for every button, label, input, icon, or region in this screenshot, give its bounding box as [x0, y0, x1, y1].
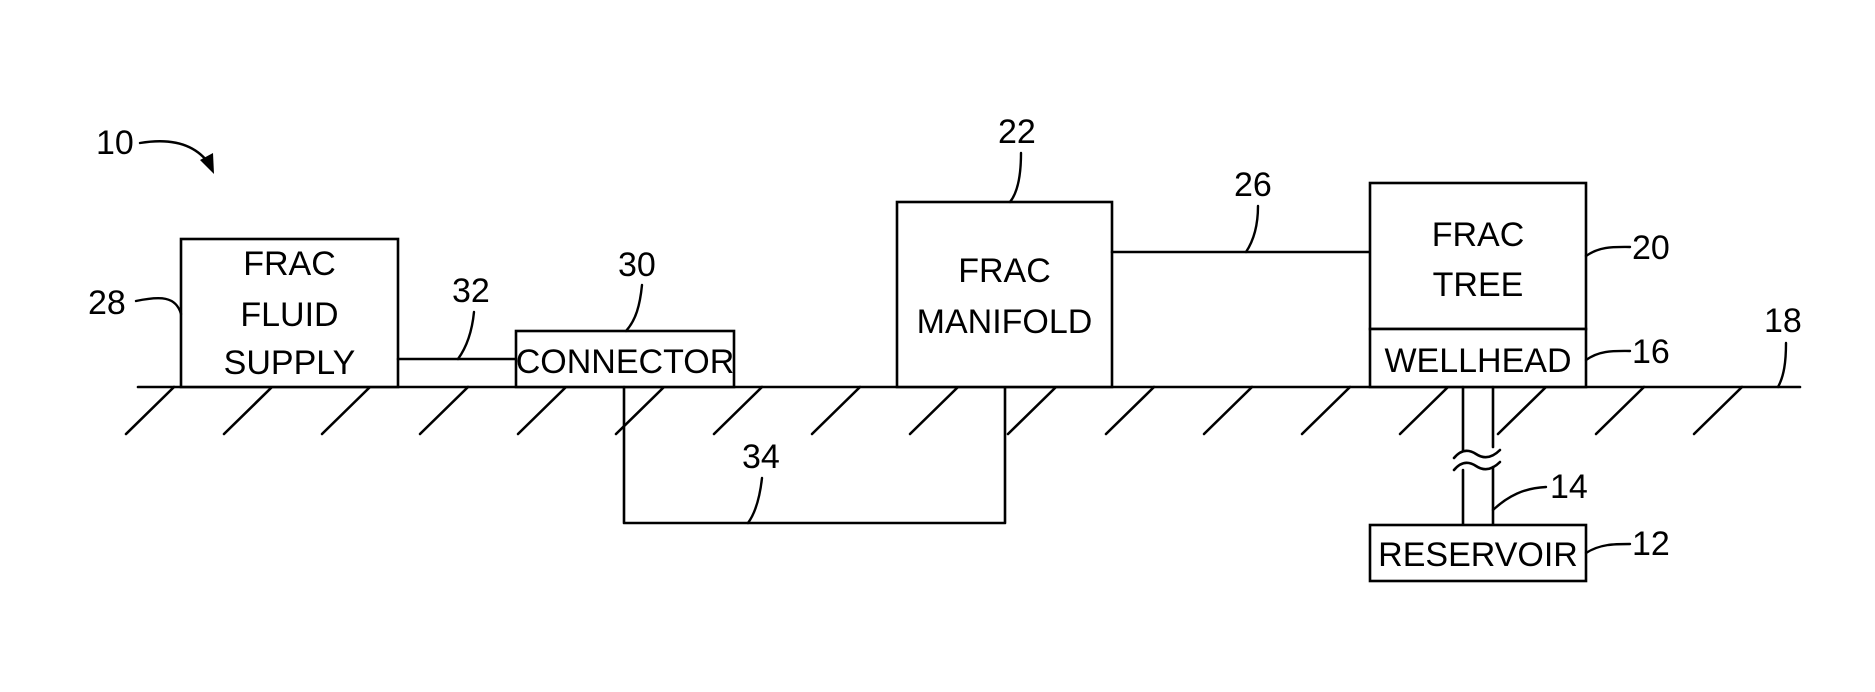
ref-26-number: 26 — [1234, 166, 1272, 204]
ref-32-number: 32 — [452, 272, 490, 310]
ref-30: 30 — [618, 246, 656, 331]
ground-hatch-line — [1498, 387, 1546, 434]
ref-28-number: 28 — [88, 284, 126, 322]
ground-surface — [126, 387, 1800, 434]
ground-hatch-line — [1400, 387, 1448, 434]
ground-hatch-line — [714, 387, 762, 434]
ref-16: 16 — [1586, 333, 1670, 371]
ref-10: 10 — [96, 124, 214, 174]
ground-hatch-line — [1008, 387, 1056, 434]
frac-fluid-supply: FRAC FLUID SUPPLY — [181, 239, 398, 387]
ground-hatch-line — [1694, 387, 1742, 434]
ground-hatch-line — [1204, 387, 1252, 434]
ground-hatch-line — [322, 387, 370, 434]
ref-10-number: 10 — [96, 124, 134, 162]
ground-hatch-line — [812, 387, 860, 434]
frac-manifold-label-2: MANIFOLD — [917, 303, 1093, 341]
well-14 — [1454, 387, 1500, 525]
frac-tree-label-2: TREE — [1433, 266, 1524, 304]
ground-hatch-line — [224, 387, 272, 434]
frac-tree: FRAC TREE — [1370, 183, 1586, 329]
ground-hatch-line — [126, 387, 174, 434]
ref-30-number: 30 — [618, 246, 656, 284]
ground-hatch-line — [1302, 387, 1350, 434]
wellhead-label: WELLHEAD — [1384, 342, 1571, 380]
ground-hatch-line — [1106, 387, 1154, 434]
frac-manifold-label-1: FRAC — [958, 252, 1051, 290]
ref-22: 22 — [998, 113, 1036, 202]
ref-34-number: 34 — [742, 438, 780, 476]
ref-32: 32 — [452, 272, 490, 359]
ref-22-number: 22 — [998, 113, 1036, 151]
ground-hatch-line — [910, 387, 958, 434]
connector: CONNECTOR — [516, 331, 735, 387]
frac-fluid-supply-label-2: FLUID — [240, 296, 338, 334]
ref-14-number: 14 — [1550, 468, 1588, 506]
ref-20-number: 20 — [1632, 229, 1670, 267]
frac-manifold: FRAC MANIFOLD — [897, 202, 1112, 387]
ref-34: 34 — [742, 438, 780, 523]
line-34 — [624, 387, 1005, 523]
ground-hatch-line — [518, 387, 566, 434]
ref-18: 18 — [1764, 302, 1802, 387]
connector-label: CONNECTOR — [516, 343, 735, 381]
ref-12: 12 — [1586, 525, 1670, 563]
wellhead: WELLHEAD — [1370, 329, 1586, 387]
ref-16-number: 16 — [1632, 333, 1670, 371]
ref-12-number: 12 — [1632, 525, 1670, 563]
ref-26: 26 — [1234, 166, 1272, 252]
frac-fluid-supply-label-1: FRAC — [243, 245, 336, 283]
frac-fluid-supply-label-3: SUPPLY — [224, 344, 356, 382]
reservoir-label: RESERVOIR — [1378, 536, 1578, 574]
ground-hatch-line — [420, 387, 468, 434]
ground-hatch-line — [1596, 387, 1644, 434]
ref-28: 28 — [88, 284, 181, 322]
ref-18-number: 18 — [1764, 302, 1802, 340]
frac-tree-label-1: FRAC — [1432, 216, 1525, 254]
ref-14: 14 — [1493, 468, 1588, 510]
reservoir: RESERVOIR — [1370, 525, 1586, 581]
ref-20: 20 — [1586, 229, 1670, 267]
